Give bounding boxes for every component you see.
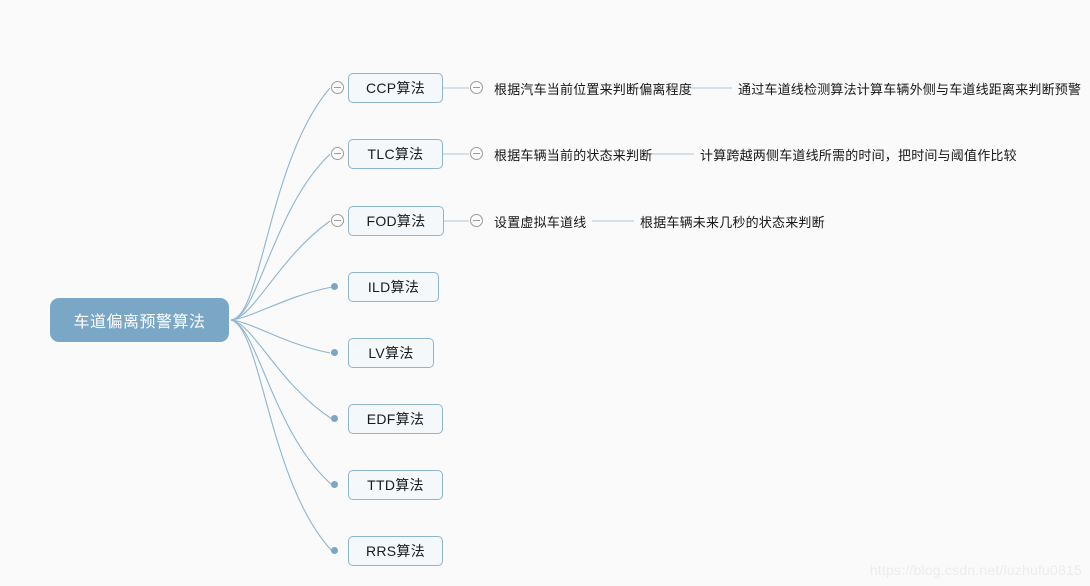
text-node-label-fod-l4: 根据车辆未来几秒的状态来判断 — [640, 214, 825, 230]
leaf-dot-ttd — [331, 481, 338, 488]
edge-root-edf — [230, 319, 333, 420]
branch-node-label-rrs: RRS算法 — [365, 543, 426, 559]
edge-root-lv — [230, 319, 331, 354]
edge-root-fod — [230, 220, 331, 321]
edge-root-tlc — [230, 153, 331, 321]
root-node[interactable]: 车道偏离预警算法 — [50, 298, 229, 342]
collapse-minus-icon-fod[interactable] — [331, 214, 344, 227]
edge-root-ttd — [230, 319, 333, 486]
text-node-ccp-l3[interactable]: 根据汽车当前位置来判断偏离程度 — [494, 77, 692, 99]
branch-node-ttd[interactable]: TTD算法 — [348, 470, 443, 500]
text-node-label-tlc-l3: 根据车辆当前的状态来判断 — [494, 147, 653, 163]
text-node-tlc-l3[interactable]: 根据车辆当前的状态来判断 — [494, 143, 652, 165]
branch-node-label-tlc: TLC算法 — [367, 146, 424, 162]
branch-node-ild[interactable]: ILD算法 — [348, 272, 439, 302]
branch-node-edf[interactable]: EDF算法 — [348, 404, 443, 434]
branch-node-label-lv: LV算法 — [368, 345, 414, 361]
edge-root-ccp — [230, 87, 331, 321]
leaf-dot-edf — [331, 415, 338, 422]
branch-node-label-fod: FOD算法 — [366, 213, 426, 229]
branch-node-label-ild: ILD算法 — [367, 279, 420, 295]
branch-node-lv[interactable]: LV算法 — [348, 338, 434, 368]
text-node-label-tlc-l4: 计算跨越两侧车道线所需的时间，把时间与阈值作比较 — [700, 147, 1017, 163]
branch-node-label-ttd: TTD算法 — [367, 477, 424, 493]
leaf-dot-ild — [331, 283, 338, 290]
collapse-minus-icon-tlc[interactable] — [331, 147, 344, 160]
leaf-dot-rrs — [331, 547, 338, 554]
branch-node-tlc[interactable]: TLC算法 — [348, 139, 443, 169]
text-node-label-ccp-l3: 根据汽车当前位置来判断偏离程度 — [494, 81, 693, 97]
leaf-dot-lv — [331, 349, 338, 356]
branch-node-ccp[interactable]: CCP算法 — [348, 73, 443, 103]
text-node-fod-l3[interactable]: 设置虚拟车道线 — [494, 210, 586, 232]
collapse-minus-icon-fod-child[interactable] — [470, 214, 483, 227]
root-node-label: 车道偏离预警算法 — [73, 314, 206, 331]
text-node-ccp-l4[interactable]: 通过车道线检测算法计算车辆外侧与车道线距离来判断预警 — [738, 77, 1081, 99]
text-node-tlc-l4[interactable]: 计算跨越两侧车道线所需的时间，把时间与阈值作比较 — [700, 143, 1017, 165]
branch-node-fod[interactable]: FOD算法 — [348, 206, 444, 236]
branch-node-label-edf: EDF算法 — [366, 411, 425, 427]
watermark-text: https://blog.csdn.net/luzhufu0815 — [869, 562, 1082, 578]
collapse-minus-icon-tlc-child[interactable] — [470, 147, 483, 160]
collapse-minus-icon-ccp-child[interactable] — [470, 81, 483, 94]
collapse-minus-icon-ccp[interactable] — [331, 81, 344, 94]
edge-root-ild — [230, 286, 333, 321]
text-node-label-ccp-l4: 通过车道线检测算法计算车辆外侧与车道线距离来判断预警 — [738, 81, 1082, 97]
text-node-label-fod-l3: 设置虚拟车道线 — [494, 214, 587, 230]
branch-node-rrs[interactable]: RRS算法 — [348, 536, 443, 566]
edge-root-rrs — [230, 319, 333, 552]
branch-node-label-ccp: CCP算法 — [365, 80, 426, 96]
text-node-fod-l4[interactable]: 根据车辆未来几秒的状态来判断 — [640, 210, 825, 232]
